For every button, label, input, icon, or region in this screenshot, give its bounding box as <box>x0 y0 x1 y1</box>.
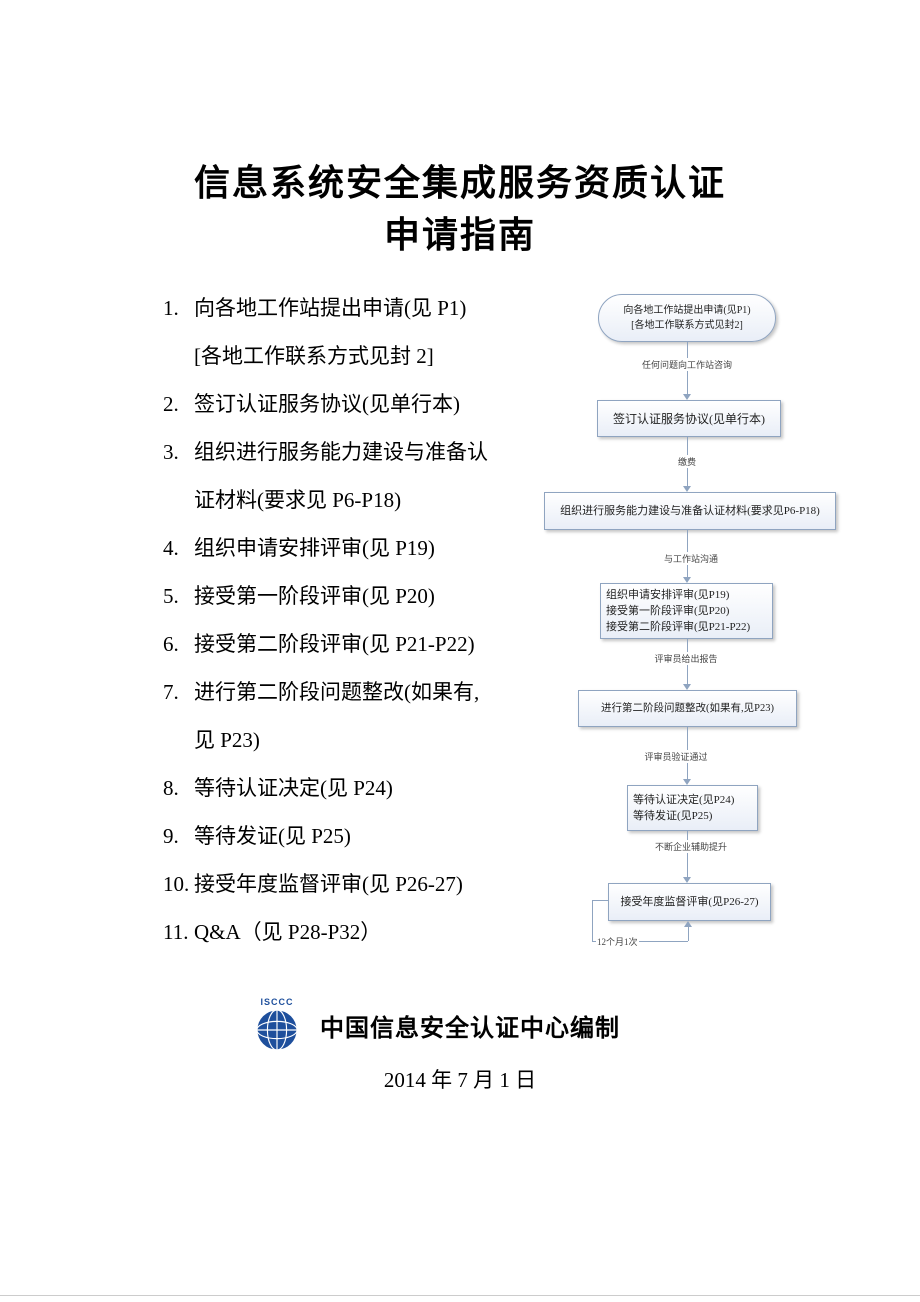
list-item-text: 接受第一阶段评审(见 P20) <box>194 584 435 608</box>
list-item-8: 8. 等待认证决定(见 P24) <box>163 764 563 812</box>
footer: ISCCC 中国信息安全认证中心编制 <box>248 997 620 1053</box>
edge-label-report: 评审员给出报告 <box>652 652 720 665</box>
list-item-text: 进行第二阶段问题整改(如果有, 见 P23) <box>194 680 480 752</box>
list-item-number: 11. <box>163 920 189 944</box>
flow-node-sign-agreement: 签订认证服务协议(见单行本) <box>597 400 781 437</box>
loop-connector-bottom <box>592 941 688 942</box>
flow-node-arrange-review: 组织申请安排评审(见P19) 接受第一阶段评审(见P20) 接受第二阶段评审(见… <box>600 583 773 639</box>
list-item-text: 等待发证(见 P25) <box>194 824 351 848</box>
list-item-3: 3. 组织进行服务能力建设与准备认 证材料(要求见 P6-P18) <box>163 428 563 524</box>
flow-connector-6 <box>687 831 688 877</box>
edge-label-verify: 评审员验证通过 <box>642 750 710 763</box>
publish-date: 2014 年 7 月 1 日 <box>383 1068 537 1092</box>
arrow-down-icon <box>683 577 691 583</box>
list-item-11: 11. Q&A（见 P28-P32） <box>163 908 563 956</box>
globe-icon <box>256 1009 298 1051</box>
list-item-text: Q&A（见 P28-P32） <box>194 920 382 944</box>
list-item-2: 2. 签订认证服务协议(见单行本) <box>163 380 563 428</box>
publisher-text: 中国信息安全认证中心编制 <box>320 1015 620 1042</box>
list-item-number: 9. <box>163 824 179 848</box>
arrow-down-icon <box>683 779 691 785</box>
list-item-number: 10. <box>163 872 190 896</box>
list-item-text: 接受年度监督评审(见 P26-27) <box>194 872 463 896</box>
flow-node-rectification: 进行第二阶段问题整改(如果有,见P23) <box>578 690 797 727</box>
flow-node-apply: 向各地工作站提出申请(见P1) [各地工作联系方式见封2] <box>598 294 776 342</box>
list-item-text: 组织申请安排评审(见 P19) <box>194 536 435 560</box>
edge-label-communicate: 与工作站沟通 <box>661 552 721 565</box>
list-item-1: 1. 向各地工作站提出申请(见 P1) [各地工作联系方式见封 2] <box>163 284 563 380</box>
isccc-logo-text: ISCCC <box>260 997 294 1007</box>
page-title-line2: 申请指南 <box>383 215 536 255</box>
steps-list: 1. 向各地工作站提出申请(见 P1) [各地工作联系方式见封 2] 2. 签订… <box>163 284 563 956</box>
list-item-number: 5. <box>163 584 179 608</box>
loop-connector-right <box>688 927 689 941</box>
list-item-text: 组织进行服务能力建设与准备认 证材料(要求见 P6-P18) <box>194 440 488 512</box>
list-item-text: 向各地工作站提出申请(见 P1) [各地工作联系方式见封 2] <box>194 296 467 368</box>
list-item-number: 6. <box>163 632 179 656</box>
list-item-text: 签订认证服务协议(见单行本) <box>194 392 460 416</box>
arrow-down-icon <box>683 486 691 492</box>
list-item-number: 2. <box>163 392 179 416</box>
list-item-number: 1. <box>163 296 179 320</box>
edge-label-consult: 任何问题向工作站咨询 <box>639 358 735 371</box>
list-item-4: 4. 组织申请安排评审(见 P19) <box>163 524 563 572</box>
list-item-7: 7. 进行第二阶段问题整改(如果有, 见 P23) <box>163 668 563 764</box>
flow-node-annual-review: 接受年度监督评审(见P26-27) <box>608 883 771 921</box>
list-item-number: 3. <box>163 440 179 464</box>
list-item-9: 9. 等待发证(见 P25) <box>163 812 563 860</box>
list-item-number: 7. <box>163 680 179 704</box>
edge-label-payment: 缴费 <box>675 455 699 468</box>
list-item-10: 10. 接受年度监督评审(见 P26-27) <box>163 860 563 908</box>
page-title-line1: 信息系统安全集成服务资质认证 <box>193 163 726 203</box>
loop-connector-stub <box>592 900 608 901</box>
list-item-6: 6. 接受第二阶段评审(见 P21-P22) <box>163 620 563 668</box>
arrow-down-icon <box>683 684 691 690</box>
list-item-5: 5. 接受第一阶段评审(见 P20) <box>163 572 563 620</box>
list-item-number: 8. <box>163 776 179 800</box>
arrow-down-icon <box>683 394 691 400</box>
arrow-down-icon <box>683 877 691 883</box>
list-item-text: 等待认证决定(见 P24) <box>194 776 393 800</box>
loop-connector-left <box>592 900 593 941</box>
list-item-text: 接受第二阶段评审(见 P21-P22) <box>194 632 475 656</box>
page-edge-line <box>0 1295 920 1296</box>
arrow-up-icon <box>684 921 692 927</box>
flowchart: 向各地工作站提出申请(见P1) [各地工作联系方式见封2] 任何问题向工作站咨询… <box>540 288 880 978</box>
flow-node-await-decision: 等待认证决定(见P24) 等待发证(见P25) <box>627 785 758 831</box>
list-item-number: 4. <box>163 536 179 560</box>
isccc-logo: ISCCC <box>248 997 306 1053</box>
flow-node-capability-building: 组织进行服务能力建设与准备认证材料(要求见P6-P18) <box>544 492 836 530</box>
edge-label-improve: 不断企业辅助提升 <box>652 840 730 853</box>
edge-label-annual-cycle: 12个月1次 <box>596 935 639 948</box>
